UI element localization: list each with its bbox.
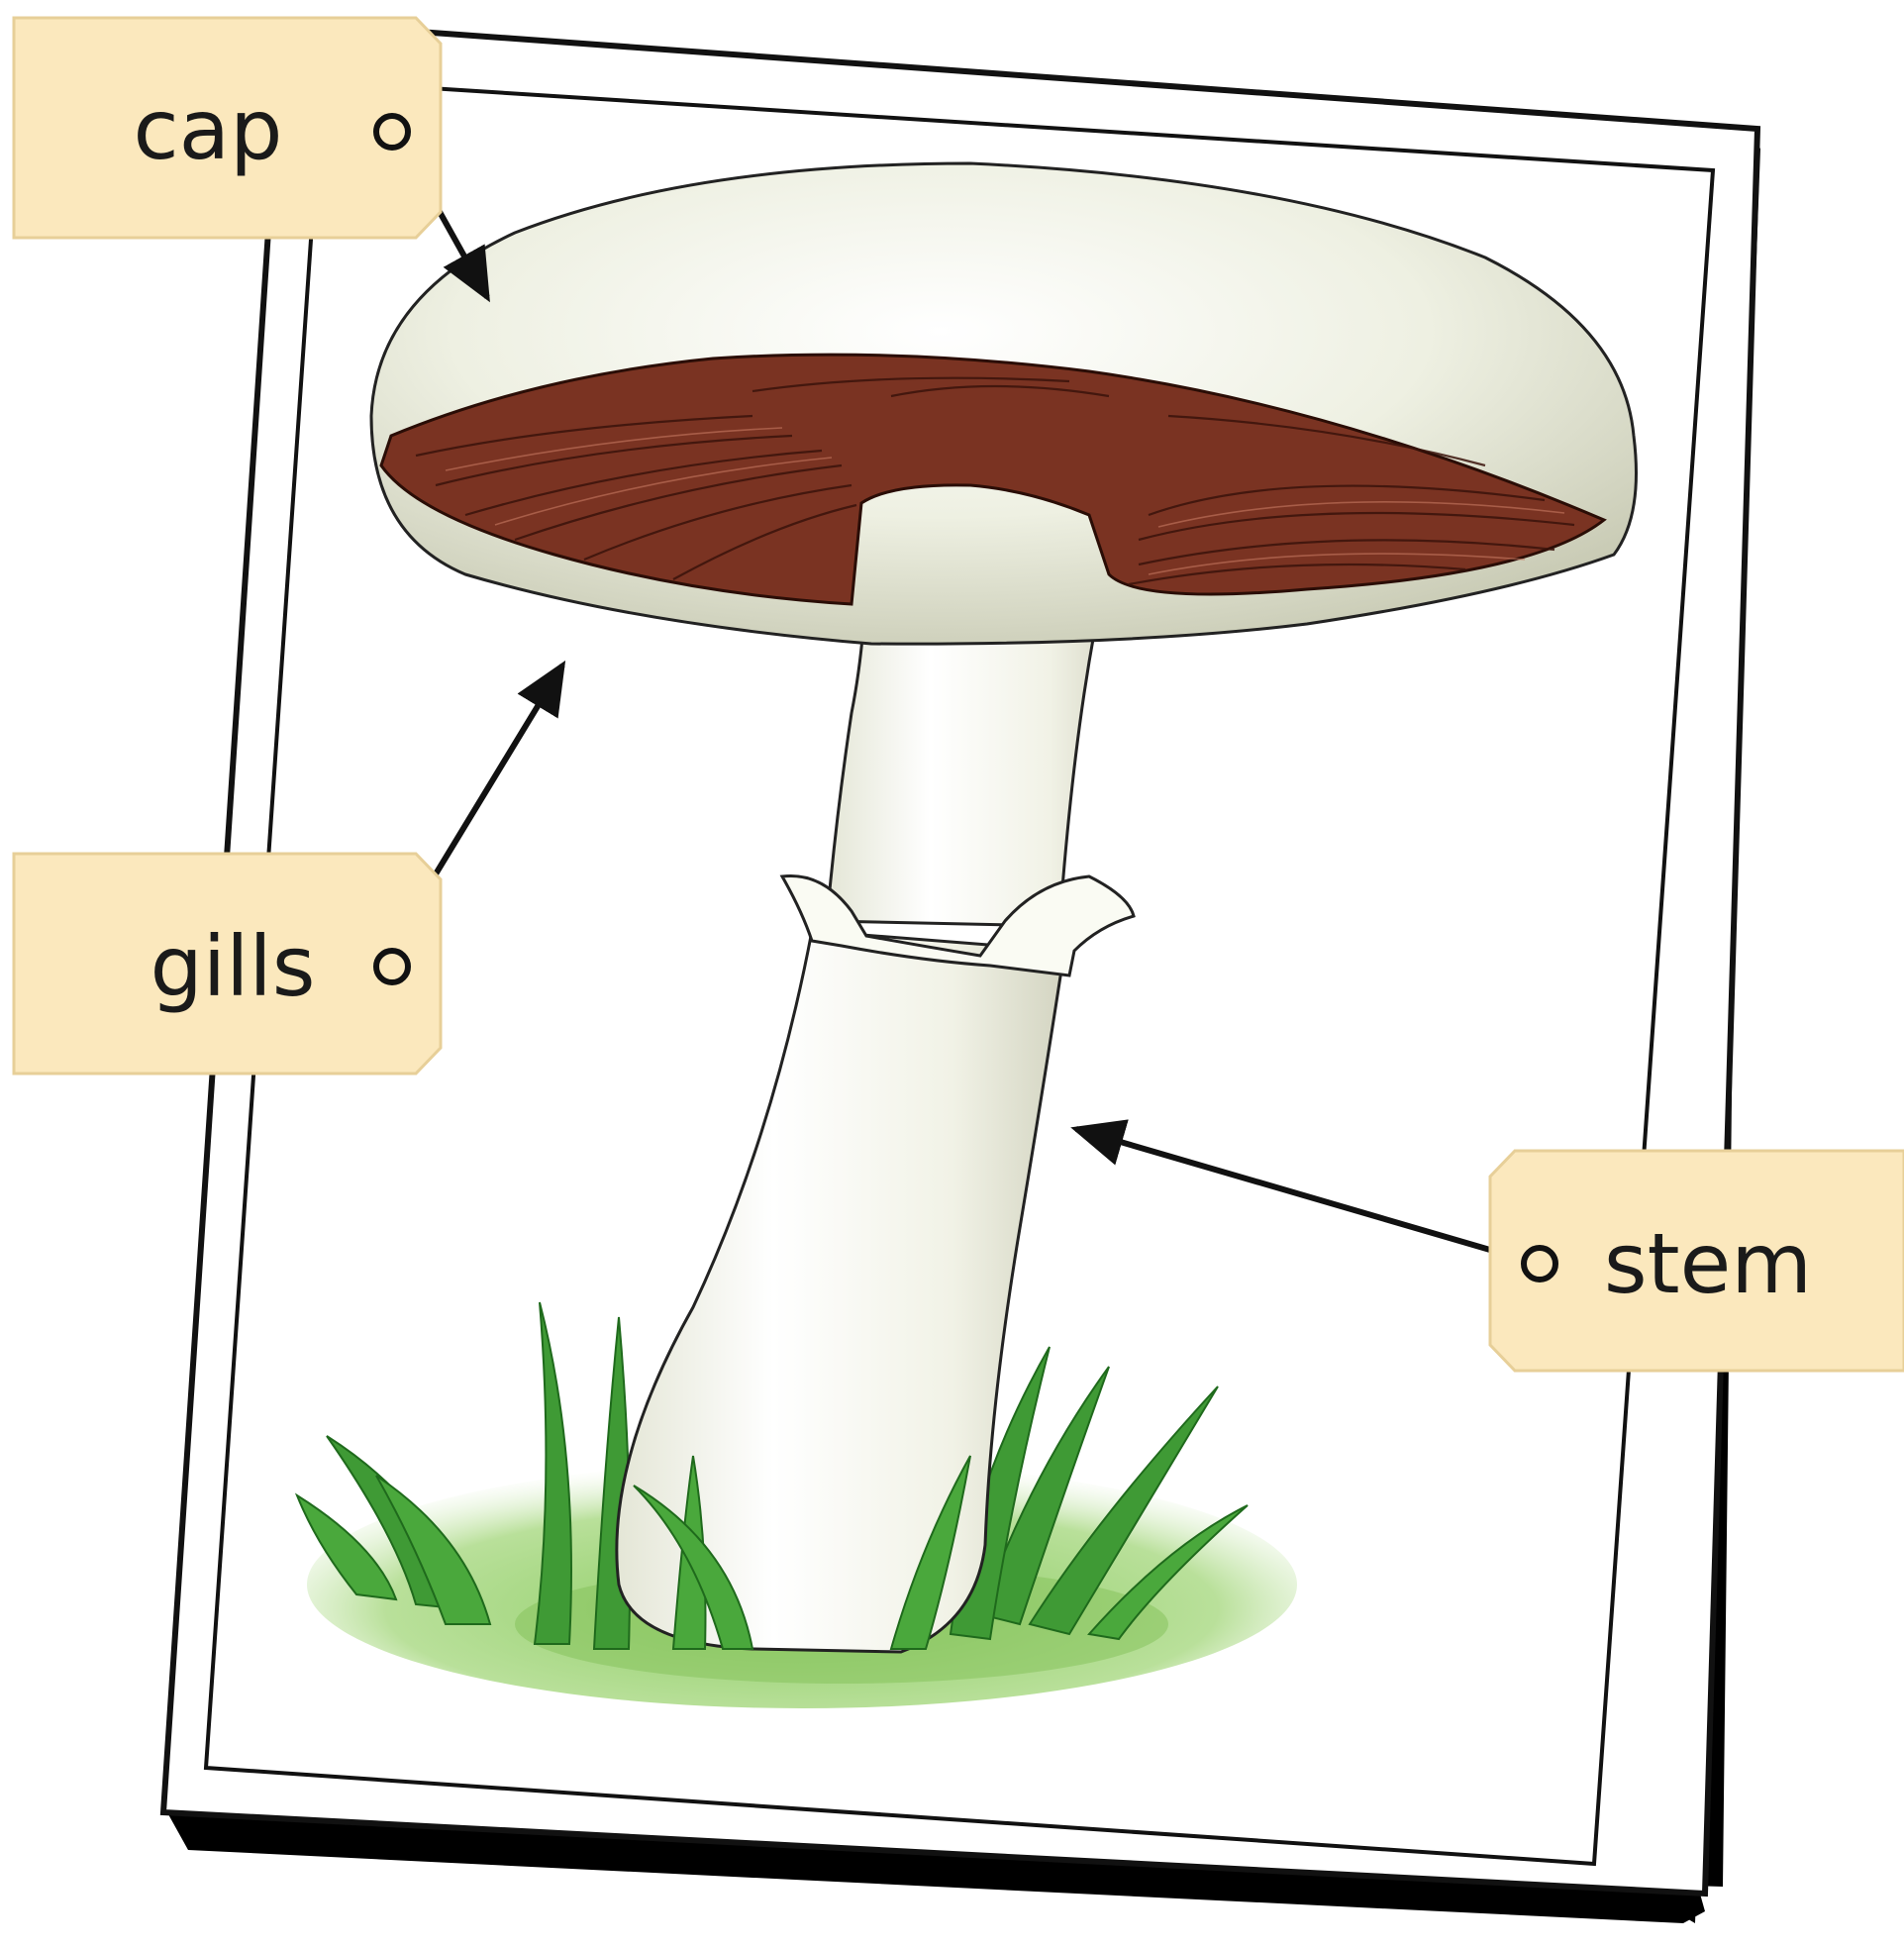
label-tag-gills: gills [14,854,441,1074]
label-stem: stem [1604,1215,1812,1312]
label-tag-stem: stem [1490,1151,1904,1371]
label-cap: cap [134,81,283,178]
label-tag-cap: cap [14,18,441,238]
leader-dot-stem [1524,1248,1555,1280]
leader-dot-gills [376,951,408,982]
leader-dot-cap [376,116,408,148]
label-gills: gills [150,918,315,1015]
